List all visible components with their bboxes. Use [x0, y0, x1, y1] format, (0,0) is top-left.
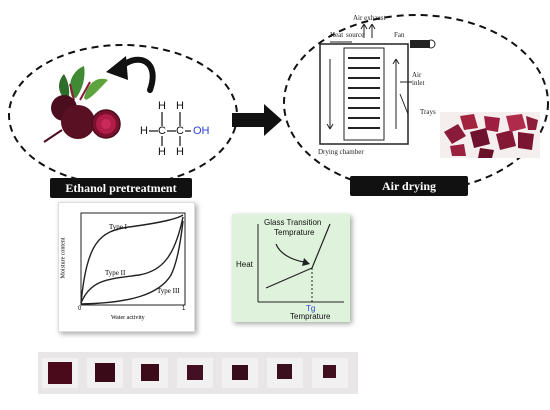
sample-photo	[177, 358, 213, 388]
sample-photo	[42, 358, 78, 388]
glass-ylabel: Heat	[236, 260, 253, 269]
dried-beet-pieces-image	[440, 112, 540, 158]
sample-photo	[222, 358, 258, 388]
ethanol-pretreatment-label: Ethanol pretreatment	[50, 178, 192, 198]
dryer-label-trays: Trays	[420, 108, 436, 116]
atom-h-bottom-left: H	[158, 146, 166, 158]
sample-photo	[132, 358, 168, 388]
isotherm-plot	[80, 212, 186, 306]
dryer-label-air-exhaust: Air exhaust	[353, 14, 386, 22]
atom-c-2: C	[176, 125, 184, 137]
dryer-label-fan: Fan	[394, 31, 405, 39]
type-3-curve	[80, 220, 184, 305]
atom-h-top-right: H	[176, 100, 184, 112]
glass-title-line2: Temprature	[274, 228, 315, 237]
glass-title-line1: Glass Transition	[264, 218, 322, 227]
air-drying-label: Air drying	[350, 176, 468, 196]
right-arrow-icon	[232, 104, 282, 136]
isotherm-x1: 1	[182, 306, 186, 312]
sample-photo	[267, 358, 303, 388]
sample-photo	[87, 358, 123, 388]
isotherm-xlabel: Water activity	[111, 315, 145, 321]
beetroot-image	[43, 66, 121, 143]
type-1-label: Type I	[109, 223, 127, 231]
atom-h-top-left: H	[158, 100, 166, 112]
type-1-curve	[80, 214, 184, 304]
atom-h-bottom-right: H	[176, 146, 184, 158]
type-2-curve	[80, 216, 184, 304]
dryer-label-source: source	[346, 31, 365, 39]
glass-xlabel: Temprature	[290, 312, 331, 321]
isotherm-ylabel: Moisture content	[60, 237, 67, 279]
curved-arrow-icon	[106, 56, 156, 93]
heat-line-high	[311, 223, 331, 269]
glass-transition-plot	[257, 223, 344, 303]
dryer-label-heat: Heat	[330, 31, 344, 39]
ethanol-molecule	[149, 112, 191, 146]
glass-transition-panel: Glass Transition Temprature Heat Tg Temp…	[232, 214, 350, 322]
atom-oh: OH	[193, 125, 210, 137]
dryer-label-air: Air	[412, 71, 422, 79]
atom-c-1: C	[158, 125, 166, 137]
glass-tg: Tg	[306, 304, 316, 313]
isotherm-x0: 0	[78, 306, 82, 312]
type-2-label: Type II	[105, 269, 126, 277]
type-3-label: Type III	[157, 287, 180, 295]
atom-h-left: H	[140, 125, 148, 137]
sample-photo	[312, 358, 348, 388]
dryer-label-inlet: inlet	[412, 79, 425, 87]
dryer-label-drying-chamber: Drying chamber	[318, 148, 364, 156]
dryer-schematic	[319, 23, 436, 145]
heat-line-low	[265, 267, 313, 289]
sorption-isotherm-panel: Type I Type II Type III Moisture content…	[58, 202, 195, 332]
sample-photo-strip	[38, 352, 358, 394]
